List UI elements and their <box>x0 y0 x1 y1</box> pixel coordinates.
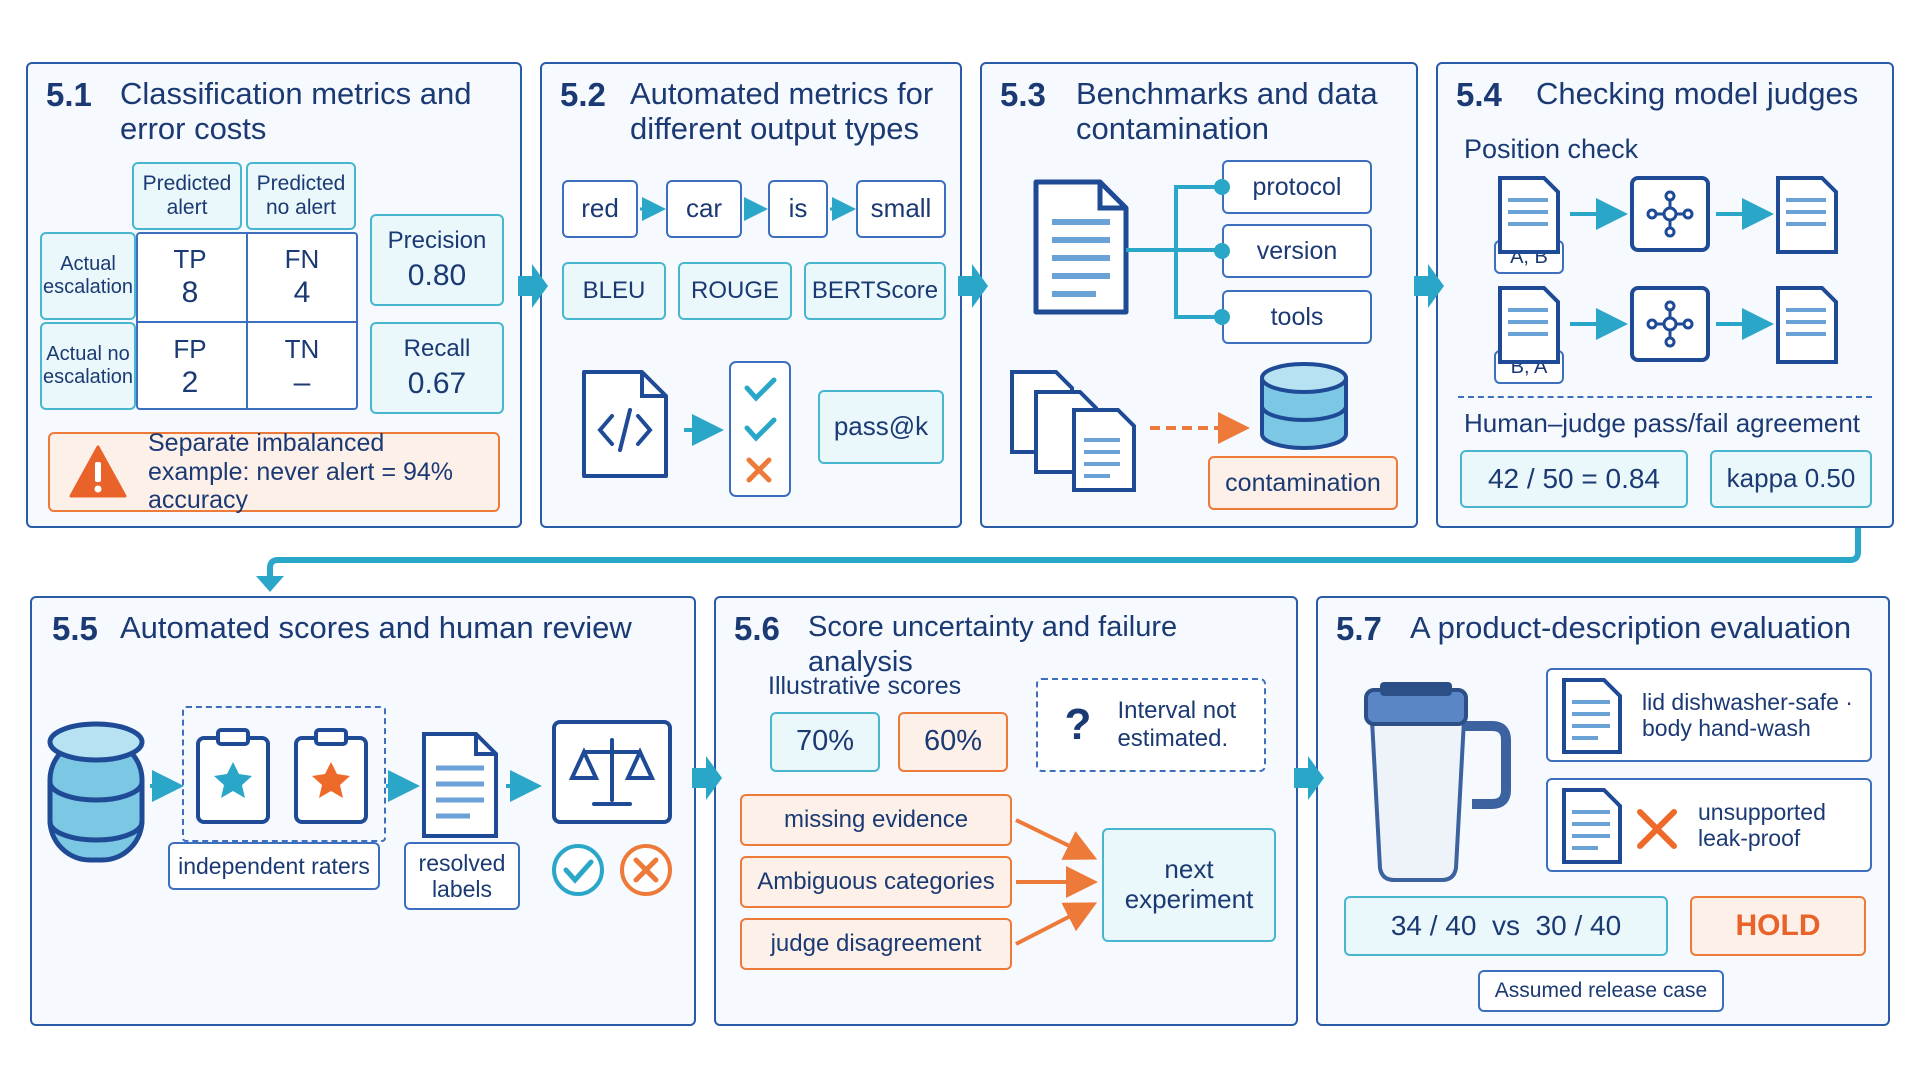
contamination-box: contamination <box>1208 456 1398 510</box>
agreement-title: Human–judge pass/fail agreement <box>1464 408 1861 438</box>
hold-decision: HOLD <box>1690 896 1866 956</box>
recall-value: 0.67 <box>407 366 467 400</box>
precision-label: Precision <box>387 226 487 254</box>
panel-title: Automated metrics for different output t… <box>630 76 934 146</box>
tp-label: TP <box>173 244 207 274</box>
warning-icon <box>69 445 127 498</box>
claim-document-icon <box>1562 678 1622 754</box>
rater-clipboard-icon <box>294 728 368 824</box>
scores-title: Illustrative scores <box>768 672 962 700</box>
confusion-matrix <box>136 232 358 410</box>
panel-arrow <box>518 264 1444 800</box>
header-predicted-alert: Predicted alert <box>132 162 242 230</box>
benchmark-document-icon <box>1033 179 1129 315</box>
scales-icon <box>552 720 672 824</box>
pass-at-k-box: pass@k <box>818 390 944 464</box>
metric-bleu: BLEU <box>562 262 666 320</box>
divider <box>1458 396 1872 398</box>
attribute-protocol: protocol <box>1222 160 1372 214</box>
code-file-icon <box>582 370 668 478</box>
x-circle-icon <box>620 844 672 896</box>
row-connector-arrow <box>267 528 1861 582</box>
failure-arrow <box>1015 818 1098 946</box>
failure-ambiguous-categories: Ambiguous categories <box>740 856 1012 908</box>
token-box: small <box>856 180 946 238</box>
agreement-value: 42 / 50 = 0.84 <box>1460 450 1688 508</box>
claim-unsupported-text: unsupported leak-proof <box>1698 798 1826 851</box>
resolved-document-icon <box>422 732 498 838</box>
branch-lines <box>1126 185 1222 319</box>
interval-text: Interval not estimated. <box>1117 697 1237 752</box>
header-predicted-no-alert: Predicted no alert <box>246 162 356 230</box>
precision-box: Precision 0.80 <box>370 214 504 306</box>
tn-value: – <box>293 366 311 399</box>
warning-text: Separate imbalanced example: never alert… <box>148 428 454 515</box>
panel-number: 5.2 <box>560 76 606 113</box>
unsupported-x-icon <box>1637 809 1677 849</box>
judge-position-row <box>1498 286 1838 364</box>
check-circle-icon <box>552 844 604 896</box>
recall-label: Recall <box>403 334 471 362</box>
fp-label: FP <box>173 334 207 364</box>
header-actual-no-escalation: Actual no escalation <box>40 322 136 410</box>
database-icon <box>1260 362 1348 450</box>
kappa-box: kappa 0.50 <box>1710 450 1872 508</box>
tn-label: TN <box>284 334 320 364</box>
panel-number: 5.5 <box>52 610 98 647</box>
test-results-icon <box>729 361 791 497</box>
tp-value: 8 <box>181 276 199 309</box>
panel-title: A product-description evaluation <box>1410 610 1852 645</box>
release-case-caption: Assumed release case <box>1478 970 1724 1012</box>
claim-document-icon <box>1562 788 1622 864</box>
fp-value: 2 <box>181 366 199 399</box>
token-box: car <box>666 180 742 238</box>
scores-database-icon <box>47 721 145 863</box>
question-icon: ? <box>1064 699 1092 749</box>
panel-number: 5.3 <box>1000 76 1046 113</box>
panel-number: 5.1 <box>46 76 92 113</box>
resolved-labels: resolved labels <box>404 842 520 910</box>
row-connector-head <box>256 576 284 592</box>
attribute-tools: tools <box>1222 290 1372 344</box>
panel-number: 5.7 <box>1336 610 1382 647</box>
score-comparison: 34 / 40 vs 30 / 40 <box>1344 896 1668 956</box>
panel-title: Checking model judges <box>1536 76 1859 111</box>
failure-judge-disagreement: judge disagreement <box>740 918 1012 970</box>
interval-note: ? Interval not estimated. <box>1036 678 1266 772</box>
branch-dots <box>1214 179 1230 325</box>
metric-bertscore: BERTScore <box>804 262 946 320</box>
header-actual-escalation: Actual escalation <box>40 232 136 320</box>
score-70: 70% <box>770 712 880 772</box>
panel-number: 5.6 <box>734 610 780 647</box>
raters-label: independent raters <box>168 842 380 890</box>
precision-value: 0.80 <box>407 258 467 292</box>
claim-supported-text: lid dishwasher-safe · body hand-wash <box>1642 688 1853 741</box>
panel-number: 5.4 <box>1456 76 1502 113</box>
judge-position-row <box>1498 176 1838 254</box>
next-experiment: next experiment <box>1102 828 1276 942</box>
panel-title: Classification metrics and error costs <box>120 76 472 146</box>
score-60: 60% <box>898 712 1008 772</box>
failure-missing-evidence: missing evidence <box>740 794 1012 846</box>
position-check-label: Position check <box>1464 134 1639 164</box>
recall-box: Recall 0.67 <box>370 322 504 414</box>
rater-clipboard-icon <box>196 728 270 824</box>
token-box: red <box>562 180 638 238</box>
token-box: is <box>768 180 828 238</box>
panel-title: Automated scores and human review <box>120 610 632 645</box>
fn-label: FN <box>284 244 320 274</box>
metric-rouge: ROUGE <box>678 262 792 320</box>
panel-title: Score uncertainty and failure analysis <box>808 611 1178 678</box>
imbalanced-warning: Separate imbalanced example: never alert… <box>48 428 500 515</box>
tumbler-icon <box>1364 682 1511 882</box>
fn-value: 4 <box>293 276 311 309</box>
attribute-version: version <box>1222 224 1372 278</box>
document-stack-icon <box>1010 370 1136 492</box>
panel-title: Benchmarks and data contamination <box>1076 76 1378 146</box>
